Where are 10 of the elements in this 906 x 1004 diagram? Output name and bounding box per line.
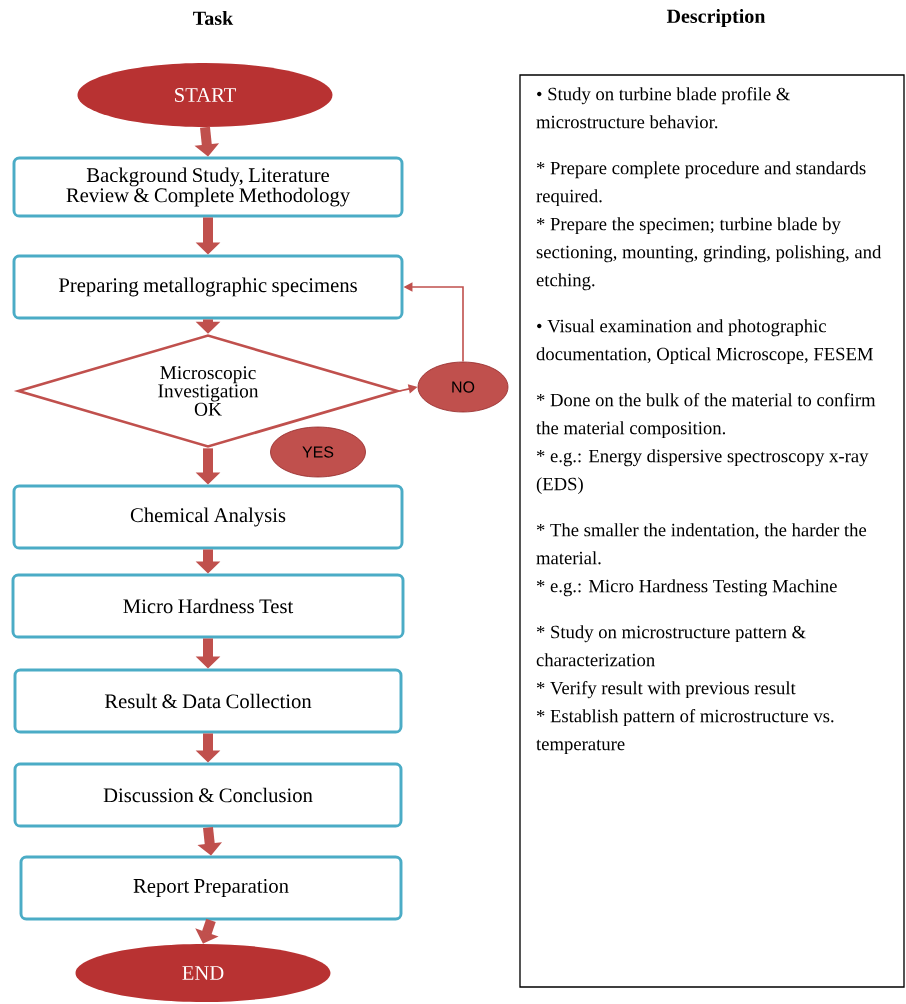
process-box: Chemical Analysis	[12, 484, 404, 550]
process-box: Background Study, Literature Review & Complete Methodology	[12, 156, 404, 218]
process-box: Report Preparation	[19, 855, 403, 921]
process-box: Result & Data Collection	[13, 668, 403, 734]
column-heading: Description	[666, 8, 766, 28]
process-box: Discussion & Conclusion	[13, 762, 403, 828]
process-box: Preparing metallographic specimens	[12, 254, 404, 320]
process-box: Micro Hardness Test	[11, 573, 405, 639]
description-box: • Study on turbine blade profile & microstructure behavior. * Prepare complete procedure and standards required. * Prepare the specimen; turbine blade by sectioning, mounting, grinding, polishing, and etching. • Visual examination and photographic documentation, Optical Microscope, FESEM * Done on the bulk of the material to confirm the material composition. * e.g.: Energy dispersive spectroscopy x-ray (EDS) * The smaller the indentation, the harder the material. * e.g.: Micro Hardness Testing Machine * Study on microstructure pattern & characterization * Verify result with previous result * Establish pattern of microstructure vs. temperature	[519, 74, 905, 988]
column-heading: Task	[193, 11, 234, 26]
